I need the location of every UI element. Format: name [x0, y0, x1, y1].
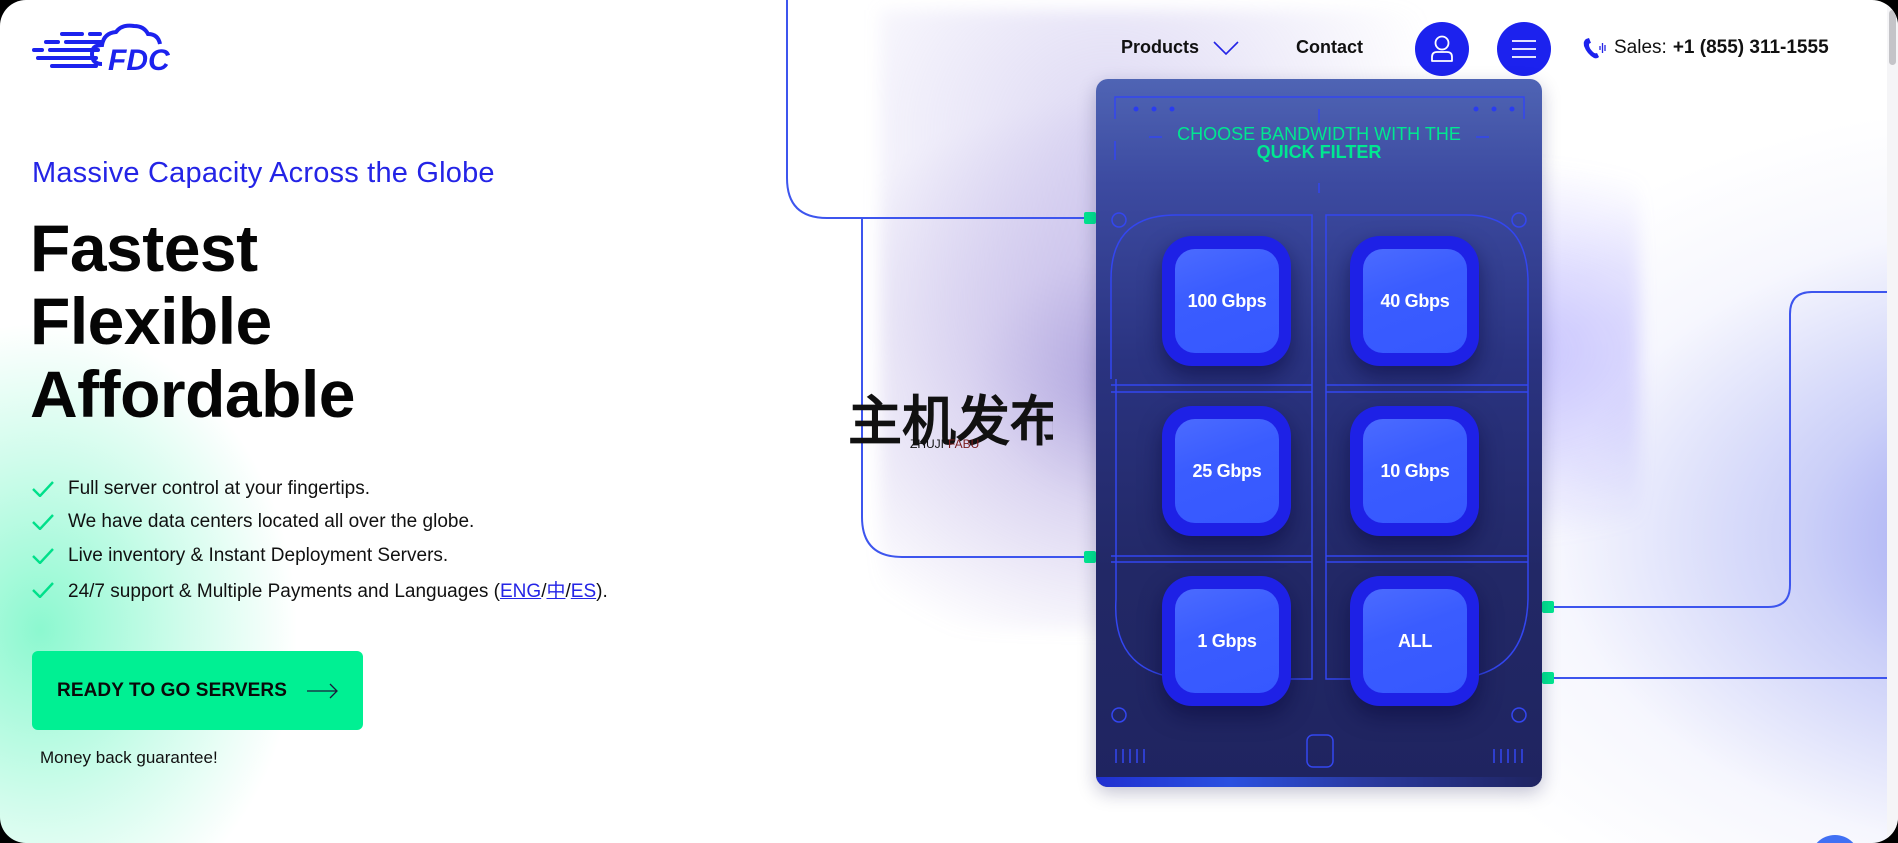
check-icon [32, 581, 68, 598]
svg-text:ZHUJI: ZHUJI [910, 437, 944, 450]
sales-label: Sales: [1614, 37, 1667, 58]
check-icon [32, 514, 68, 531]
hamburger-menu-icon [1512, 40, 1536, 58]
button-label: 100 Gbps [1175, 249, 1279, 353]
page-scrollbar[interactable] [1887, 0, 1898, 843]
chevron-down-icon [1213, 40, 1239, 55]
feature-item: We have data centers located all over th… [32, 506, 608, 540]
chat-widget-button[interactable] [1810, 835, 1860, 843]
hero-subtitle: Massive Capacity Across the Globe [32, 157, 495, 189]
feature-text: Full server control at your fingertips. [68, 477, 371, 499]
button-label: ALL [1363, 589, 1467, 693]
panel-title: CHOOSE BANDWIDTH WITH THE QUICK FILTER [1096, 125, 1542, 161]
bandwidth-quick-filter-panel: CHOOSE BANDWIDTH WITH THE QUICK FILTER 1… [1096, 79, 1542, 787]
money-back-guarantee: Money back guarantee! [40, 748, 218, 767]
bandwidth-all-button[interactable]: ALL [1350, 576, 1479, 706]
sales-phone-number: +1 (855) 311-1555 [1672, 37, 1829, 58]
arrow-right-icon [307, 683, 338, 698]
phone-icon [1583, 38, 1606, 59]
menu-button[interactable] [1497, 22, 1551, 76]
hero-headline: Fastest Flexible Affordable [30, 211, 356, 431]
panel-bottom-glow [1096, 777, 1542, 787]
svg-text:FABU: FABU [948, 437, 979, 450]
green-glow-background [0, 320, 300, 843]
feature-list: Full server control at your fingertips. … [32, 472, 608, 606]
headline-line: Affordable [30, 357, 356, 431]
svg-text:FDC: FDC [108, 44, 171, 77]
nav-products[interactable]: Products [1121, 37, 1239, 58]
panel-title-line2: QUICK FILTER [1256, 142, 1382, 162]
feature-item: Full server control at your fingertips. [32, 472, 608, 506]
lang-link-zh[interactable]: 中 [546, 581, 566, 603]
sales-phone-link[interactable]: Sales: +1 (855) 311-1555 [1582, 36, 1829, 60]
headline-line: Flexible [30, 284, 272, 358]
fdc-logo[interactable]: FDC [30, 20, 210, 78]
button-label: 1 Gbps [1175, 589, 1279, 693]
feature-item: Live inventory & Instant Deployment Serv… [32, 539, 608, 573]
check-icon [32, 548, 68, 564]
cta-label: READY TO GO SERVERS [57, 679, 287, 701]
button-label: 10 Gbps [1363, 419, 1467, 523]
panel-title-line1: CHOOSE BANDWIDTH WITH THE [1177, 124, 1461, 144]
check-icon [32, 480, 68, 497]
lang-link-es[interactable]: ES [570, 581, 597, 603]
lang-link-eng[interactable]: ENG [500, 581, 542, 603]
feature-item: 24/7 support & Multiple Payments and Lan… [32, 573, 608, 607]
bandwidth-1gbps-button[interactable]: 1 Gbps [1162, 576, 1291, 706]
nav-contact[interactable]: Contact [1296, 37, 1363, 57]
headline-line: Fastest [30, 211, 258, 285]
feature-text: We have data centers located all over th… [68, 511, 475, 533]
feature-text: 24/7 support & Multiple Payments and Lan… [68, 581, 608, 603]
feature-text: Live inventory & Instant Deployment Serv… [68, 544, 449, 566]
account-button[interactable] [1415, 22, 1469, 76]
button-label: 25 Gbps [1175, 419, 1279, 523]
scrollbar-thumb[interactable] [1889, 10, 1896, 65]
watermark-logo: 主机发布 ZHUJI FABU [848, 390, 1053, 450]
bandwidth-100gbps-button[interactable]: 100 Gbps [1162, 236, 1291, 366]
button-label: 40 Gbps [1363, 249, 1467, 353]
ready-to-go-servers-button[interactable]: READY TO GO SERVERS [32, 651, 363, 730]
bandwidth-40gbps-button[interactable]: 40 Gbps [1350, 236, 1479, 366]
svg-text:主机发布: 主机发布 [848, 390, 1053, 450]
user-icon [1431, 35, 1453, 62]
bandwidth-25gbps-button[interactable]: 25 Gbps [1162, 406, 1291, 536]
bandwidth-10gbps-button[interactable]: 10 Gbps [1350, 406, 1479, 536]
nav-products-label: Products [1121, 37, 1200, 57]
